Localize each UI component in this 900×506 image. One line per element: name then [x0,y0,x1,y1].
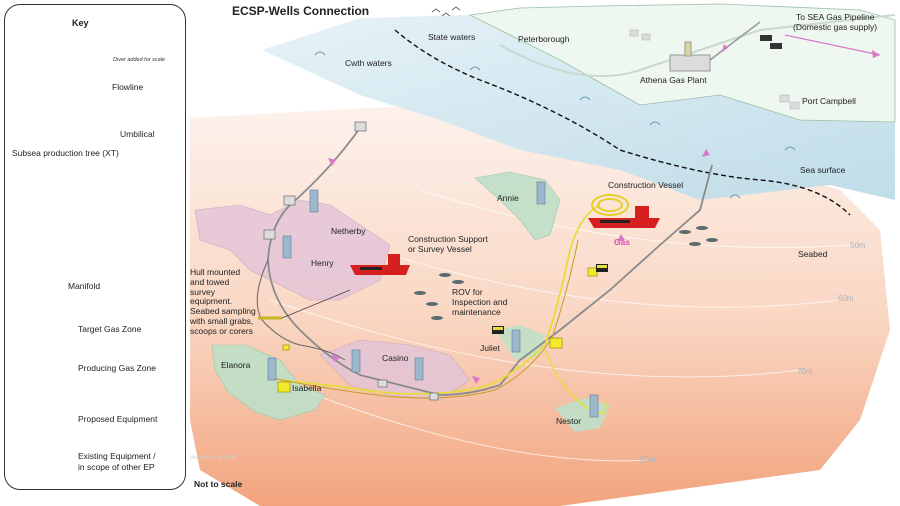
label-juliet: Juliet [480,343,500,353]
label-hull-survey: Hull mounted and towed survey equipment.… [190,267,256,336]
gas-flow-arrows [328,149,710,384]
legend-proposed-equipment: Proposed Equipment [78,414,158,424]
label-not-to-scale: Not to scale [194,479,243,489]
hull-line-5: Seabed sampling [190,306,256,317]
legend-title: Key [72,18,89,28]
wave-icons [314,51,796,199]
target-zone-elanora-isabella [211,344,326,421]
plant-pipeline [709,21,761,61]
producing-zone-netherby-henry [194,199,391,301]
coiled-flowline-icon [591,194,629,216]
label-depth-60: 60m [838,294,854,303]
label-sea-surface: Sea surface [800,165,846,175]
label-elanora: Elanora [221,360,251,370]
hull-line-1: Hull mounted [190,267,241,277]
legend-existing-equipment-2: in scope of other EP [78,462,155,472]
label-csv-1: Construction Support [408,234,488,244]
rov-icons [492,264,608,334]
diagram-title: ECSP-Wells Connection [232,4,370,18]
depth-contour-70 [269,299,801,378]
label-construction-vessel: Construction Vessel [608,180,684,190]
label-csv-2: or Survey Vessel [408,244,472,254]
flowline-henry [256,259,346,361]
label-port-campbell: Port Campbell [802,96,856,106]
label-seabed: Seabed [798,249,828,259]
sea-gas-arrowhead [872,50,880,58]
label-cwth-waters: Cwth waters [345,58,392,68]
label-gas: Gas [614,237,631,247]
construction-support-vessel-icon [350,254,410,275]
legend-subsea-tree: Subsea production tree (XT) [12,148,119,158]
legend-umbilical: Umbilical [120,129,155,139]
watermark: Illustration by SIMI [190,455,236,461]
legend-producing-zone: Producing Gas Zone [78,363,156,373]
sea-surface [262,15,895,200]
depth-contour-50 [419,189,851,249]
hull-line-2: and towed [190,276,230,287]
label-depth-80: 80m [640,455,656,464]
label-pipeline-1: To SEA Gas Pipeline [796,12,875,22]
flowline-main [279,204,601,395]
hull-line-3: survey [190,286,216,297]
houses-icon [629,29,800,110]
legend-panel [4,4,186,490]
label-pipeline-2: (Domestic gas supply) [793,22,878,32]
rov-line-3: maintenance [452,306,501,317]
construction-vessel-icon [588,206,660,228]
existing-equipment-boxes [263,121,439,401]
hull-line-6: with small grabs, [190,315,254,326]
rov-line-2: Inspection and [452,296,508,307]
label-henry: Henry [311,258,334,268]
proposed-equipment-boxes [277,267,598,393]
label-annie: Annie [497,193,519,203]
legend-manifold: Manifold [68,281,101,291]
label-casino: Casino [382,353,409,363]
birds-icon [431,6,461,17]
existing-pipeline-north [267,127,713,396]
label-rov: ROV for Inspection and maintenance [452,287,508,317]
towed-survey-equipment-icon [258,289,351,320]
label-depth-70: 70m [797,367,813,376]
label-isabella: Isabella [292,383,322,393]
umbilical-main [271,239,579,399]
cows-icon [760,35,782,49]
coastal-road [499,14,896,78]
label-netherby: Netherby [331,226,366,236]
label-state-waters: State waters [428,32,476,42]
hull-line-4: equipment. [190,296,233,307]
label-depth-50: 50m [850,241,866,250]
subsea-trees-existing [267,181,599,418]
fish-icons [414,226,718,320]
plant-arrowhead [722,44,728,52]
athena-gas-plant-icon [669,41,711,72]
legend-target-zone: Target Gas Zone [78,324,142,334]
legend-existing-equipment-1: Existing Equipment / [78,451,156,461]
sea-gas-pipeline-arrow [784,34,881,56]
depth-contour-60 [329,234,841,308]
label-nestor: Nestor [556,416,582,426]
legend-flowline: Flowline [112,82,144,92]
label-peterborough: Peterborough [518,34,570,44]
label-athena-gas-plant: Athena Gas Plant [640,75,707,85]
rov-line-1: ROV for [452,287,483,297]
diver-note: Diver added for scale [113,57,165,63]
hull-line-7: scoops or corers [190,325,253,336]
